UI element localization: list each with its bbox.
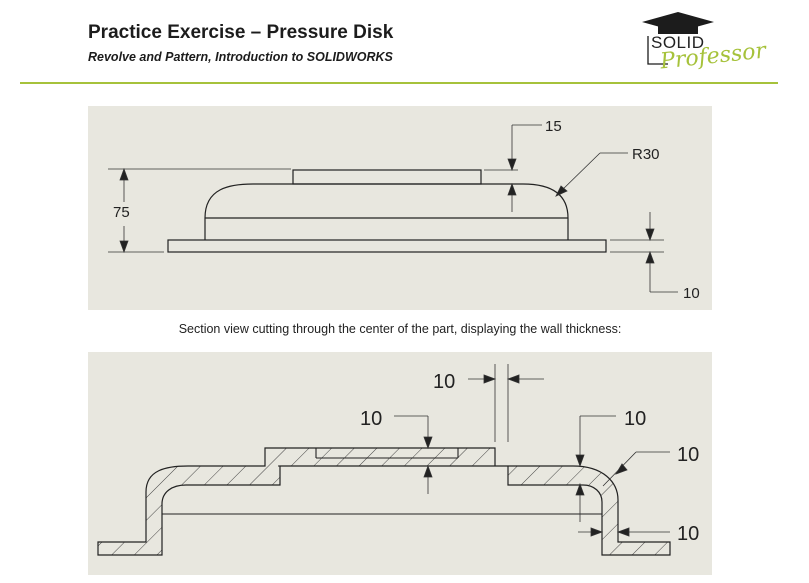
section-caption: Section view cutting through the center …	[178, 322, 622, 336]
graduation-cap-icon	[642, 12, 714, 65]
section-wall	[97, 447, 671, 556]
section-view-drawing: 10 10 10 10 10	[97, 364, 699, 556]
top-boss	[292, 169, 482, 185]
dim-height: 75	[113, 204, 130, 221]
dim-wall-bottom: 10	[677, 523, 699, 545]
section-view-panel: 10 10 10 10 10	[88, 352, 712, 575]
base-plate	[167, 239, 607, 253]
solid-professor-logo: SOLID Professor	[638, 6, 778, 76]
dim-fillet-top: 10	[624, 408, 646, 430]
page-title: Practice Exercise – Pressure Disk	[88, 22, 394, 43]
side-view-drawing: 75 15 R30 10	[108, 118, 700, 302]
side-view-panel: 75 15 R30 10	[88, 106, 712, 310]
dim-base-thickness: 10	[683, 285, 700, 302]
dim-fillet-side: 10	[677, 444, 699, 466]
page-subtitle: Revolve and Pattern, Introduction to SOL…	[88, 50, 393, 64]
dim-top-width: 10	[433, 371, 455, 393]
dim-radius: R30	[632, 146, 660, 163]
logo-word-solid: SOLID	[651, 33, 705, 52]
dim-step-left: 10	[360, 408, 382, 430]
dim-step: 15	[545, 118, 562, 135]
header-rule	[20, 82, 778, 84]
